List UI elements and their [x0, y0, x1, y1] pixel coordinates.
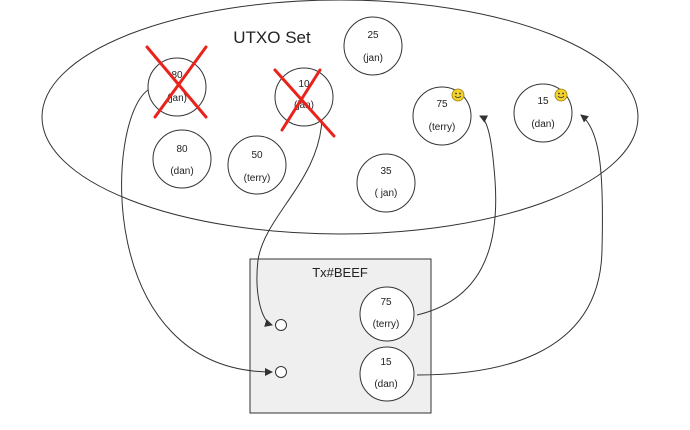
coin-owner: (dan)	[170, 166, 193, 177]
coin-owner: (jan)	[363, 53, 383, 64]
coin-value: 25	[367, 30, 379, 41]
coin-50-terry: 50 (terry)	[227, 135, 287, 195]
coin-owner: (dan)	[374, 379, 397, 390]
coin-owner: (terry)	[373, 319, 400, 330]
coin-value: 80	[176, 144, 188, 155]
coin-value: 15	[537, 96, 549, 107]
coin-75-terry: 75 (terry)	[412, 86, 472, 146]
arrow-output-15dan-to-utxo	[416, 114, 603, 376]
tx-input-2	[275, 366, 287, 378]
coin-35-jan: 35 ( jan)	[356, 153, 416, 213]
utxo-set-boundary	[41, 0, 639, 235]
spent-cross-10-jan	[273, 68, 336, 138]
coin-owner: ( jan)	[375, 188, 398, 199]
coin-value: 35	[380, 166, 392, 177]
tx-input-1	[275, 319, 287, 331]
coin-80-dan: 80 (dan)	[152, 129, 212, 189]
tx-title: Tx#BEEF	[312, 265, 368, 280]
spent-cross-80-jan	[145, 45, 208, 119]
coin-owner: (terry)	[429, 122, 456, 133]
coin-value: 15	[380, 357, 392, 368]
smiley-icon	[451, 88, 465, 102]
coin-value: 10	[298, 79, 310, 90]
arrow-10jan-to-input-1	[256, 117, 323, 327]
tx-output-15-dan: 15 (dan)	[359, 346, 415, 402]
arrow-output-75terry-to-utxo	[416, 115, 497, 316]
coin-value: 50	[251, 150, 263, 161]
coin-value: 75	[380, 297, 392, 308]
coin-owner: (terry)	[244, 173, 271, 184]
arrow-80jan-to-input-2	[121, 89, 273, 376]
tx-output-75-terry: 75 (terry)	[359, 286, 415, 342]
coin-owner: (dan)	[531, 119, 554, 130]
coin-owner: (jan)	[167, 93, 187, 104]
coin-owner: (jan)	[294, 100, 314, 111]
coin-25-jan: 25 (jan)	[343, 16, 403, 76]
coin-value: 80	[171, 70, 183, 81]
coin-value: 75	[436, 99, 448, 110]
smiley-icon	[554, 88, 568, 102]
utxo-set-title: UTXO Set	[233, 28, 311, 47]
